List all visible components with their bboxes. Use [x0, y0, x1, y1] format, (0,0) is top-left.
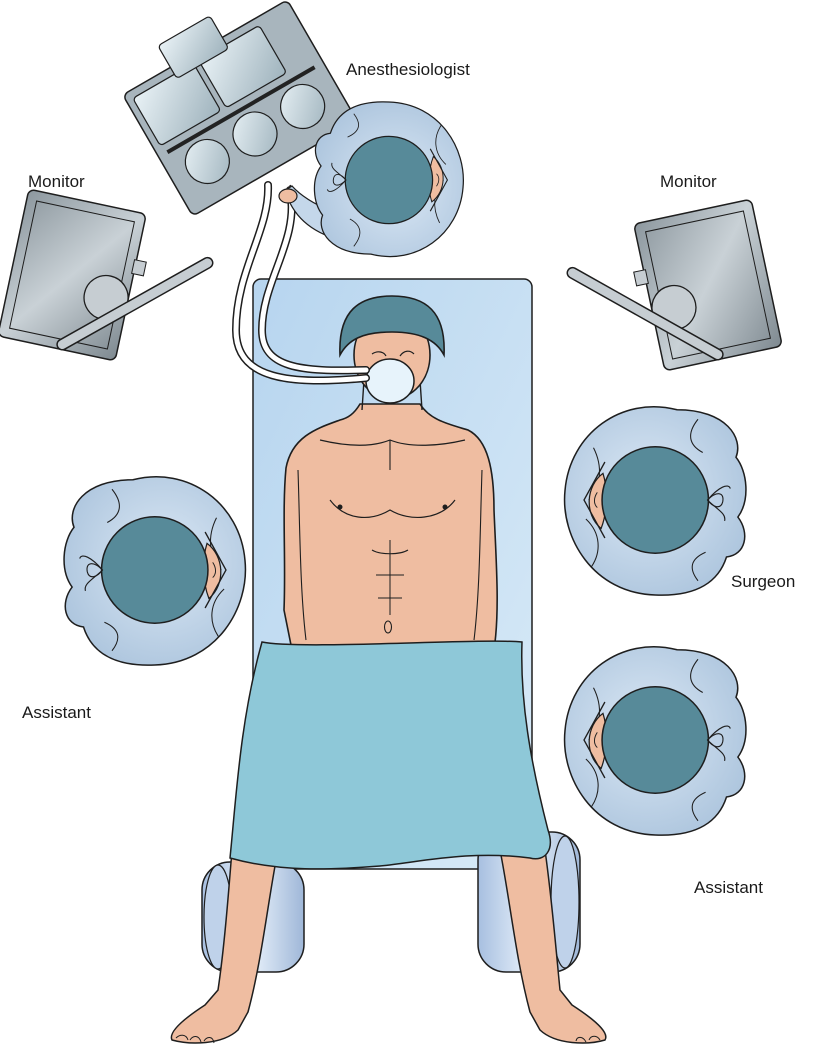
- label-assistant-left: Assistant: [22, 703, 91, 723]
- monitor-left: [0, 189, 215, 375]
- oxygen-mask: [366, 359, 414, 403]
- assistant-left-figure: [64, 477, 245, 665]
- patient-legs: [171, 850, 605, 1043]
- surgical-drape: [230, 641, 550, 869]
- label-surgeon: Surgeon: [731, 572, 795, 592]
- monitor-right: [565, 199, 782, 385]
- label-monitor-right: Monitor: [660, 172, 717, 192]
- label-anesthesiologist: Anesthesiologist: [346, 60, 470, 80]
- label-monitor-left: Monitor: [28, 172, 85, 192]
- label-assistant-right: Assistant: [694, 878, 763, 898]
- assistant-right-figure: [565, 647, 746, 835]
- surgeon-figure: [565, 407, 746, 595]
